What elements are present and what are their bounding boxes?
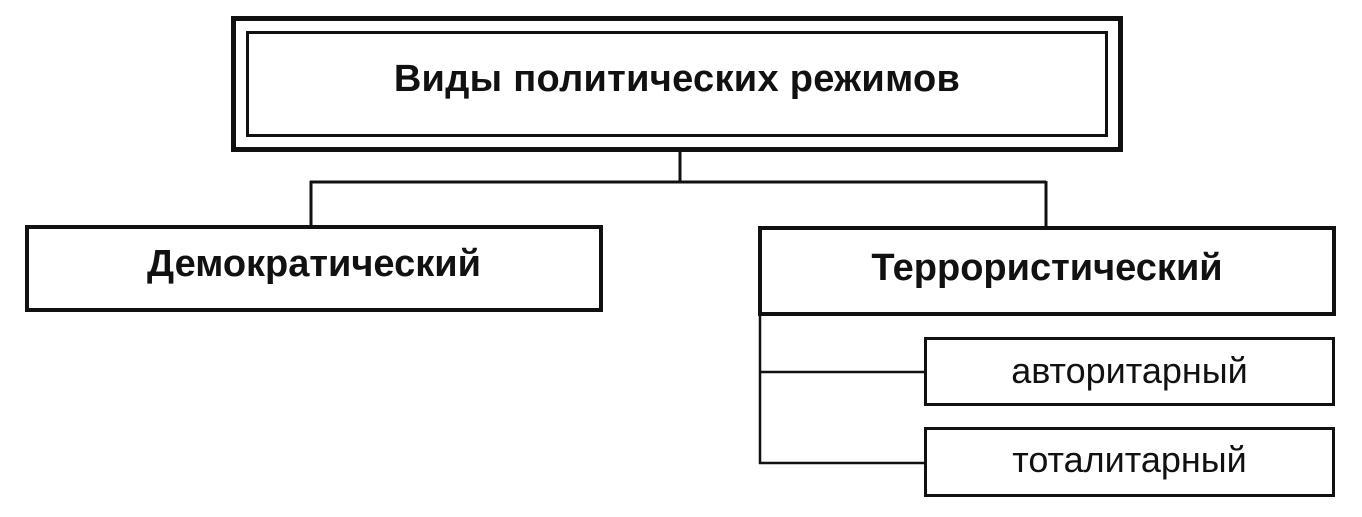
node-authoritarian-label: авторитарный: [1011, 349, 1248, 391]
node-authoritarian: авторитарный: [924, 337, 1335, 406]
node-terrorist: Террористический: [758, 226, 1336, 316]
root-node-label: Виды политических режимов: [393, 57, 961, 100]
node-totalitarian-label: тоталитарный: [1012, 439, 1247, 480]
node-democratic: Демократический: [25, 225, 603, 312]
node-democratic-label: Демократический: [147, 243, 481, 285]
node-terrorist-label: Террористический: [871, 246, 1223, 289]
node-totalitarian: тоталитарный: [924, 427, 1335, 497]
root-node: Виды политических режимов: [231, 16, 1123, 152]
root-node-inner-frame: Виды политических режимов: [246, 31, 1108, 137]
